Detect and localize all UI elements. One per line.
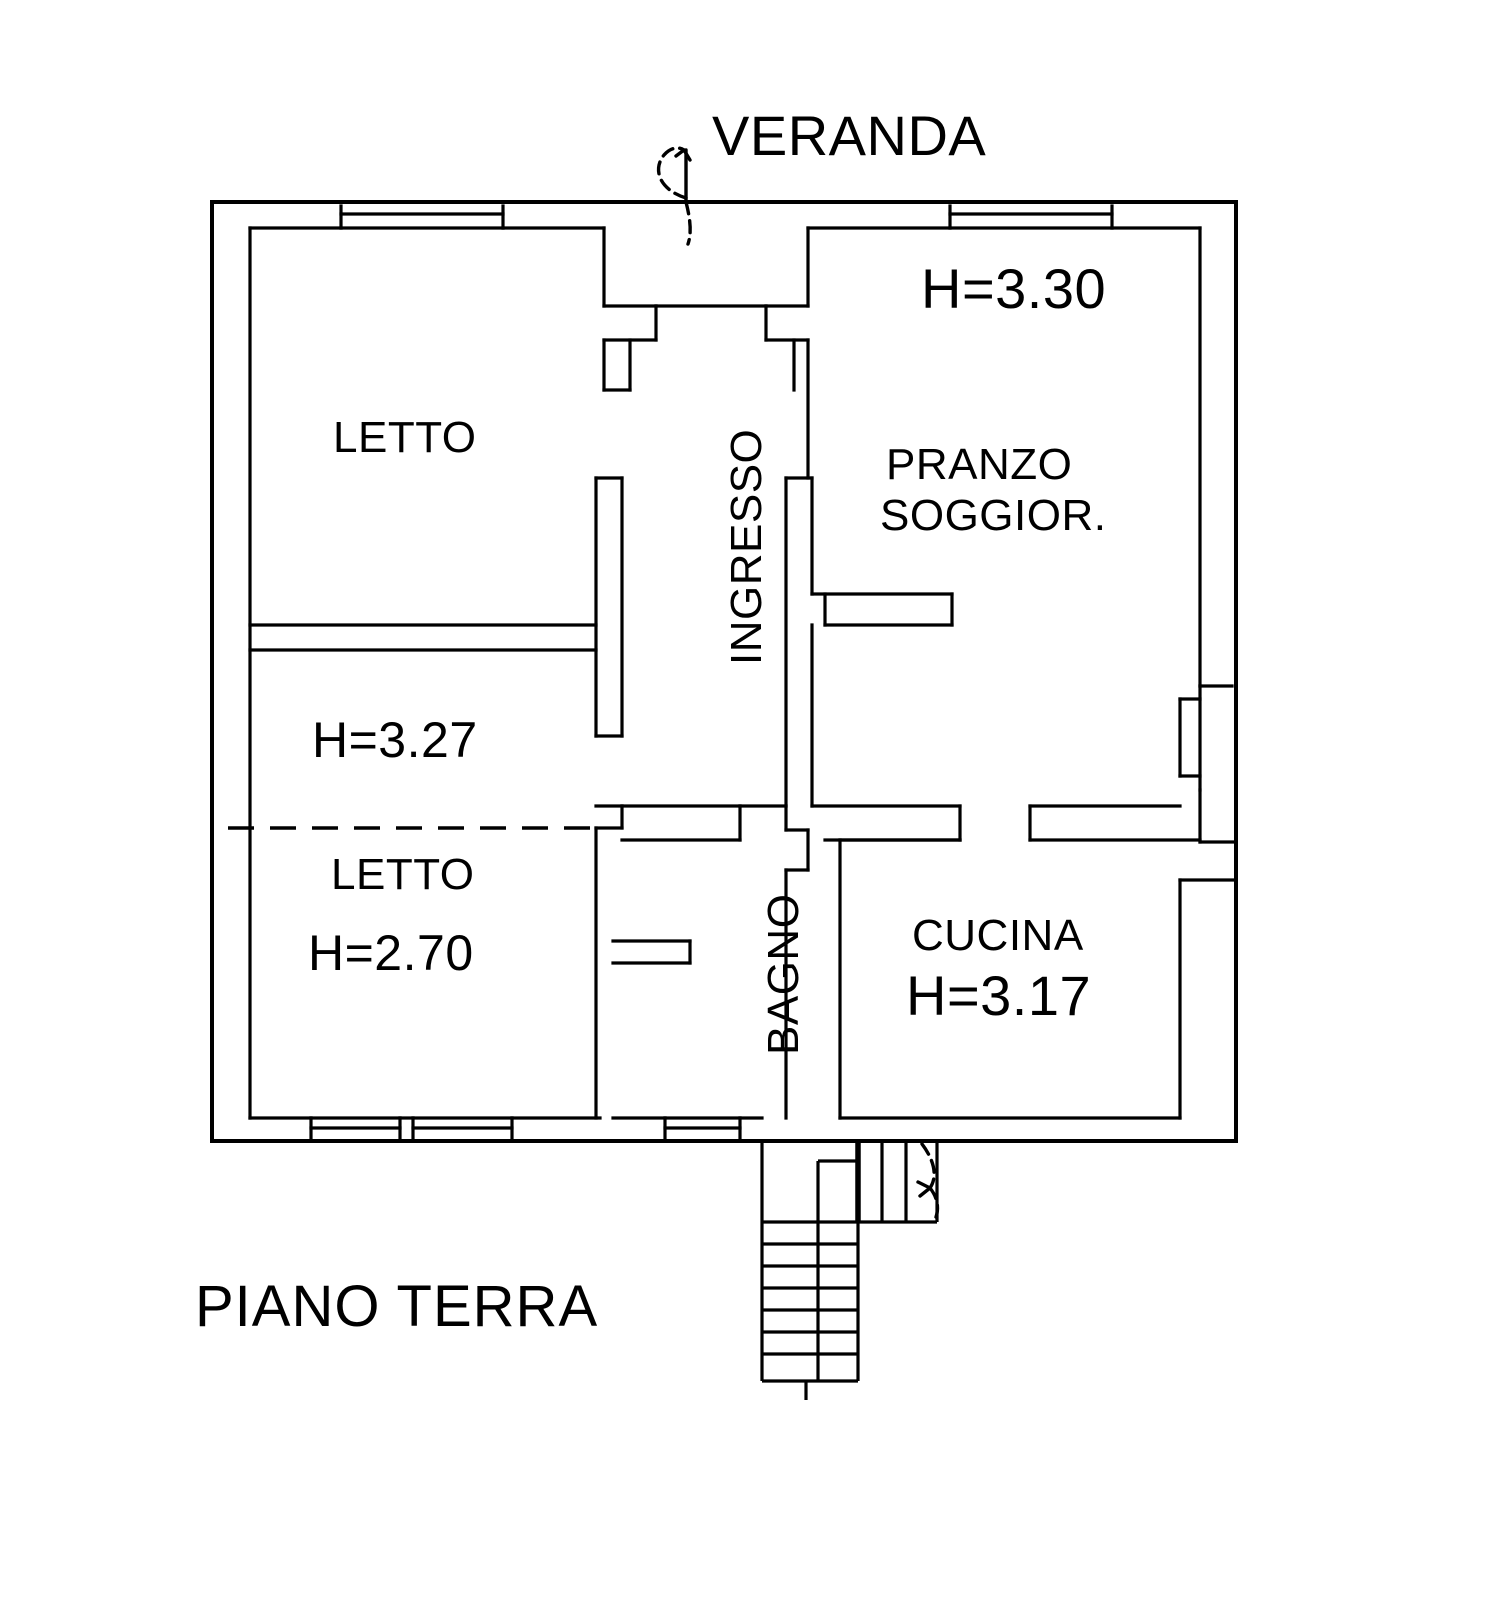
staircase [760, 1141, 940, 1400]
label-cucina: CUCINA [912, 911, 1084, 960]
label-h-327: H=3.27 [312, 712, 478, 768]
label-h-270: H=2.70 [308, 925, 474, 981]
bottom-wall-inner [248, 1116, 1182, 1143]
label-ingresso: INGRESSO [722, 428, 771, 665]
label-bagno: BAGNO [759, 893, 808, 1055]
cucina-walls [838, 838, 962, 1120]
top-wall-inner [248, 204, 1202, 308]
label-h-330: H=3.30 [921, 257, 1107, 320]
label-soggiorno: SOGGIOR. [880, 491, 1107, 540]
window-bagno-bottom [663, 1116, 742, 1143]
window-letto-bottom-a [309, 1116, 402, 1143]
label-h-317: H=3.17 [906, 964, 1092, 1027]
right-wall-inner [1178, 226, 1238, 1120]
window-letto-top [339, 204, 505, 230]
label-letto-top: LETTO [333, 413, 477, 462]
entrance-vestibule [602, 304, 810, 480]
label-veranda: VERANDA [712, 104, 987, 167]
label-pranzo: PRANZO [886, 440, 1073, 489]
door-pranzo [810, 592, 954, 627]
window-pranzo-right [1178, 684, 1234, 792]
curved-arrow-icon [656, 146, 692, 246]
pranzo-soggiorno-walls [810, 592, 1202, 842]
label-letto-bottom: LETTO [331, 850, 475, 899]
ingresso-walls [228, 476, 814, 1120]
window-pranzo-top [948, 204, 1114, 230]
page-title: PIANO TERRA [195, 1274, 599, 1339]
door-bagno [611, 939, 692, 965]
outer-wall [210, 200, 1238, 1143]
stair-direction-arrow-icon [916, 1142, 940, 1224]
window-letto-bottom-b [411, 1116, 514, 1143]
